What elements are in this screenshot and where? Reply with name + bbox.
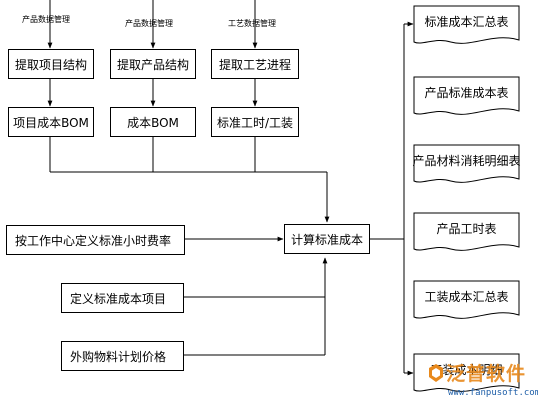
material-consumption-detail-doc [413,144,520,183]
extract-product-structure-box: 提取产品结构 [110,49,196,79]
standard-cost-summary-doc [413,5,520,44]
standard-hours-tooling-box: 标准工时/工装 [211,107,299,137]
watermark-brand-text: 泛普软件 [446,363,527,385]
extract-project-structure-box: 提取项目结构 [8,49,94,79]
tooling-cost-summary-label: 工装成本汇总表 [424,289,509,304]
fanpusoft-watermark: 泛普软件 www.fanpusoft.com [426,358,538,405]
calculate-standard-cost-box: 计算标准成本 [284,224,370,254]
caption-process-data: 工艺数据管理 [228,19,276,28]
tooling-cost-detail-label: 工装成本明细 [430,362,503,377]
purchase-plan-price-box: 外购物料计划价格 [61,341,184,371]
product-hours-label: 产品工时表 [436,221,497,236]
material-consumption-detail-label: 产品材料消耗明细表 [412,153,521,168]
tooling-cost-detail-doc [413,353,520,392]
caption-product-data-2: 产品数据管理 [125,19,173,28]
extract-process-route-box: 提取工艺进程 [211,49,299,79]
product-standard-cost-doc [413,76,520,115]
tooling-cost-summary-doc [413,280,520,319]
project-cost-bom-box: 项目成本BOM [8,107,94,137]
caption-product-data-1: 产品数据管理 [22,15,70,24]
fanpusoft-logo-icon [429,364,443,382]
standard-cost-summary-label: 标准成本汇总表 [424,14,509,29]
cost-bom-box: 成本BOM [110,107,196,137]
product-standard-cost-label: 产品标准成本表 [424,85,509,100]
define-hourly-rate-box: 按工作中心定义标准小时费率 [6,225,185,255]
product-hours-doc [413,212,520,251]
watermark-url-text: www.fanpusoft.com [448,388,538,398]
define-cost-items-box: 定义标准成本项目 [61,283,184,313]
